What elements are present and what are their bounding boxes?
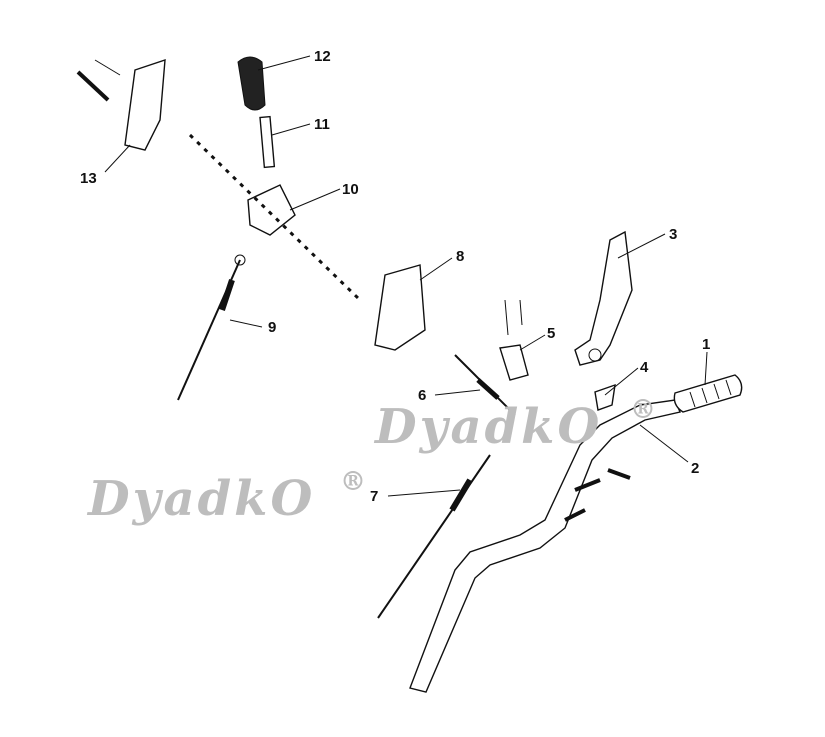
svg-text:DyadkO: DyadkO (373, 399, 602, 455)
callout-11: 11 (314, 116, 330, 133)
cable-clip (499, 344, 529, 381)
callout-7: 7 (370, 488, 378, 505)
leader-lines (104, 55, 708, 497)
callout-1: 1 (702, 336, 710, 353)
hand-grip (673, 374, 743, 413)
shift-knob (237, 56, 266, 111)
callout-13: 13 (80, 170, 97, 187)
svg-text:DyadkO: DyadkO (86, 471, 315, 527)
callout-6: 6 (418, 387, 426, 404)
watermark-1: DyadkO ® (86, 467, 369, 527)
plate-13 (124, 59, 166, 151)
watermark-2: DyadkO ® (373, 395, 659, 455)
callout-4: 4 (640, 359, 649, 376)
svg-text:®: ® (340, 467, 369, 497)
shift-mechanism (247, 184, 296, 236)
callout-5: 5 (547, 325, 555, 342)
svg-text:®: ® (630, 395, 659, 425)
shift-rod (259, 115, 276, 169)
upper-bracket (574, 230, 633, 366)
callout-9: 9 (268, 319, 276, 336)
callout-10: 10 (342, 181, 359, 198)
handle-tube (409, 399, 681, 693)
callout-3: 3 (669, 226, 677, 243)
callout-12: 12 (314, 48, 331, 65)
callout-8: 8 (456, 248, 464, 265)
plate-8 (374, 264, 426, 351)
cable-7 (377, 454, 491, 619)
callout-2: 2 (691, 460, 699, 477)
